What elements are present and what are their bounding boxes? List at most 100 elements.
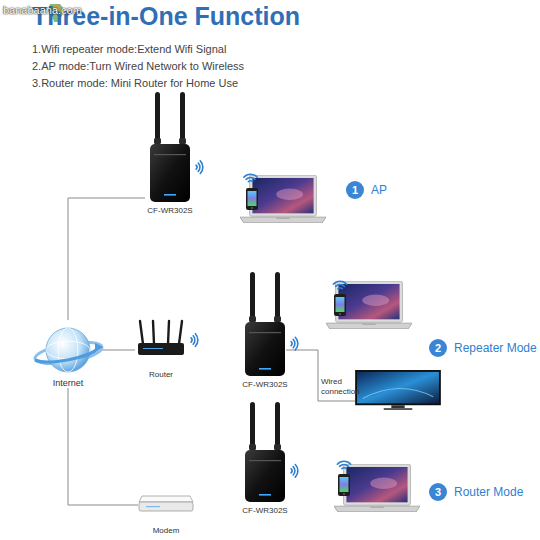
note-label: 3.Router mode: Mini Router for Home Use <box>32 77 292 90</box>
wifi-signal <box>244 174 351 468</box>
wifi-signal <box>248 180 252 183</box>
node-shape <box>240 402 290 516</box>
wifi-signal <box>190 338 192 342</box>
wifi-signal <box>195 165 197 169</box>
watermark: banabaana.com <box>3 4 93 17</box>
node-label: CF-WR302S <box>210 380 320 390</box>
mode-number: 3Router Mode <box>429 483 447 501</box>
node-label: CF-WR302S <box>115 206 225 216</box>
mode-number: 1AP <box>346 181 364 199</box>
callout-number: 2 <box>429 339 447 357</box>
mode-label: Repeater Mode <box>454 341 537 355</box>
antenna <box>168 321 169 344</box>
callout-number: 3 <box>429 483 447 501</box>
modem-body <box>139 502 193 511</box>
node-label: Router <box>105 370 217 380</box>
connector-line <box>102 350 135 351</box>
status-light <box>146 506 160 507</box>
wifi-signal <box>198 163 200 171</box>
node-shape <box>240 272 290 390</box>
laptop-repeater <box>334 294 346 316</box>
repeater-device: CF-WR302S <box>240 402 290 516</box>
antenna <box>155 92 160 148</box>
meridian <box>58 328 78 372</box>
antenna-joint <box>274 444 281 450</box>
antenna-joint <box>274 316 281 322</box>
node-shape <box>34 320 102 388</box>
laptop-ap <box>246 188 258 210</box>
number-circle <box>429 339 447 357</box>
status-light <box>259 494 271 496</box>
antenna <box>275 272 280 326</box>
note-label: Wired connection <box>321 377 355 397</box>
status-light <box>164 194 176 196</box>
wifi-signal <box>293 467 295 475</box>
wifi-signal <box>295 465 298 478</box>
connector-line <box>68 198 145 320</box>
internet-globe: Internet <box>34 320 102 388</box>
laptop-repeater <box>326 281 412 329</box>
laptop-router <box>334 464 420 512</box>
antenna <box>250 402 255 454</box>
wifi-signal <box>200 161 203 174</box>
wifi-signal <box>195 334 198 347</box>
antenna-joint <box>249 444 256 450</box>
note-label: 2.AP mode:Turn Wired Network to Wireless <box>32 60 292 73</box>
mode-number: 2Repeater Mode <box>429 339 447 357</box>
wired-cable <box>286 350 355 401</box>
wifi-signal <box>244 174 257 177</box>
node-label: Modem <box>108 526 224 536</box>
wifi-signal <box>193 336 195 344</box>
wifi-signal <box>340 464 349 466</box>
orbit-front <box>35 348 98 362</box>
television <box>355 370 441 410</box>
device-body <box>150 144 190 202</box>
wifi-signal <box>290 469 292 473</box>
wifi-signal <box>337 461 350 464</box>
antenna-joint <box>179 138 186 144</box>
laptop-ap <box>240 175 326 223</box>
device-body <box>245 322 285 376</box>
antenna-joint <box>154 138 161 144</box>
note-label: 1.Wifi repeater mode:Extend Wifi Signal <box>32 43 292 56</box>
connector-line <box>68 388 138 505</box>
antenna <box>250 272 255 326</box>
device-body <box>245 450 285 502</box>
television <box>355 370 441 410</box>
number-circle <box>346 181 364 199</box>
modem-device: Modem <box>138 490 194 536</box>
node-label: Internet <box>4 378 132 388</box>
antenna <box>275 402 280 454</box>
antenna <box>180 92 185 148</box>
router-device: Router <box>135 318 187 380</box>
wifi-signal <box>246 177 255 179</box>
laptop-repeater <box>326 281 412 329</box>
globe <box>46 328 90 372</box>
callout-number: 1 <box>346 181 364 199</box>
wired-cable <box>286 350 355 401</box>
laptop-router <box>338 474 350 496</box>
laptop-ap <box>240 175 326 223</box>
node-label: CF-WR302S <box>210 506 320 516</box>
modem-top <box>139 496 193 502</box>
status-light <box>143 348 163 349</box>
device-logo-band <box>154 154 186 155</box>
wifi-signal <box>290 342 292 346</box>
router-body <box>138 343 184 355</box>
antenna <box>153 321 154 344</box>
mode-label: Router Mode <box>454 485 523 499</box>
repeater-device: CF-WR302S <box>240 272 290 390</box>
device-logo-band <box>249 332 281 333</box>
wifi-signal <box>336 284 345 286</box>
wifi-signal <box>293 339 295 347</box>
antenna-joint <box>249 316 256 322</box>
device-logo-band <box>249 460 281 461</box>
wifi-signal <box>338 287 342 290</box>
status-light <box>259 368 271 370</box>
laptop-router <box>334 464 420 512</box>
wifi-signal <box>295 337 298 350</box>
antenna <box>179 321 182 344</box>
node-shape <box>145 92 195 216</box>
number-circle <box>429 483 447 501</box>
